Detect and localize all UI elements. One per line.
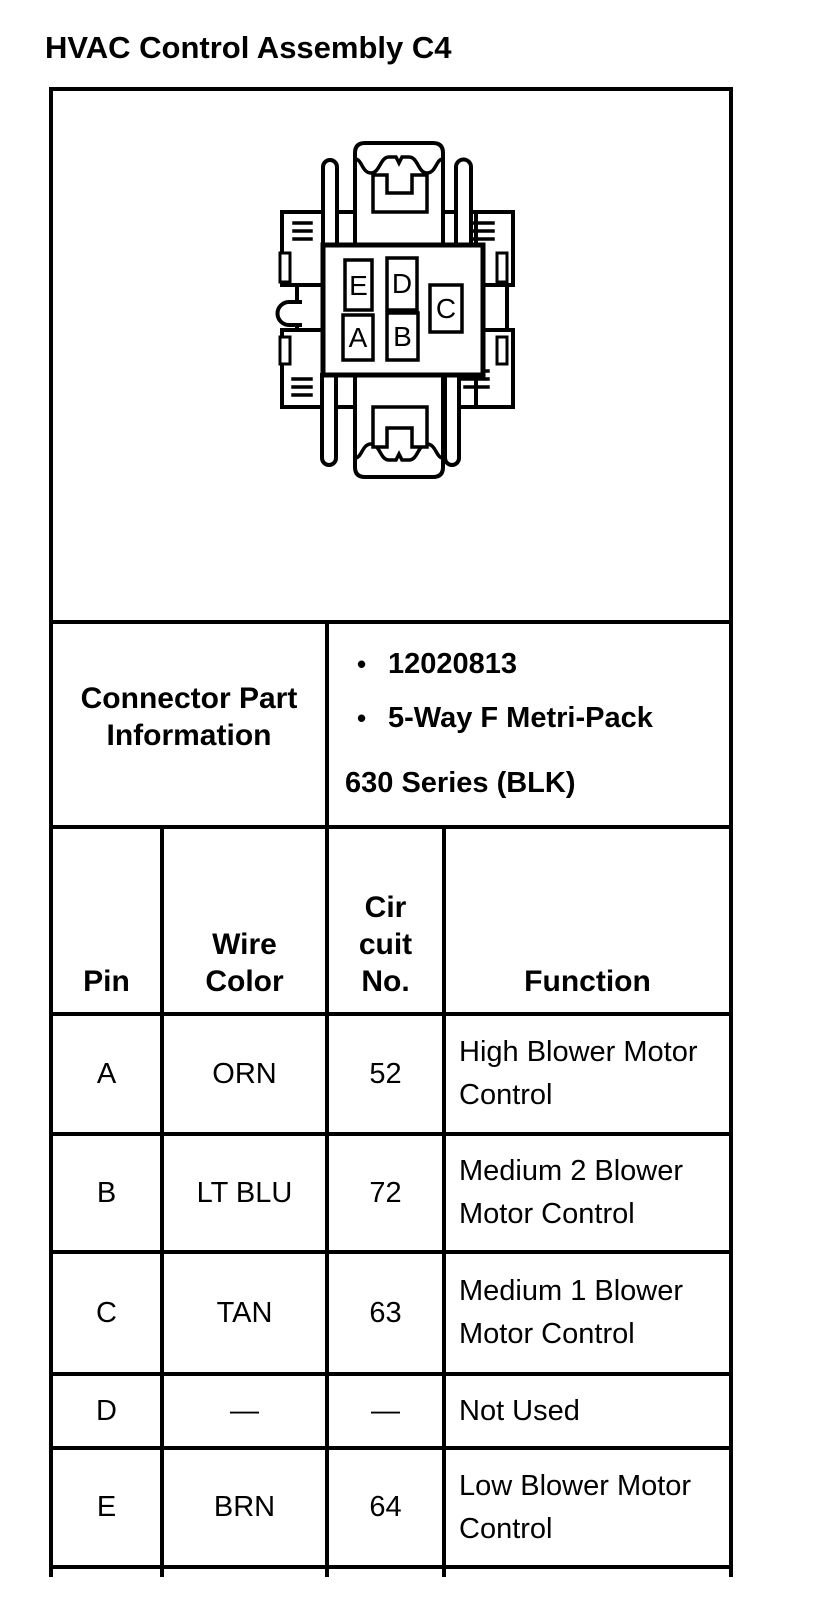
pin-value: E xyxy=(96,1491,117,1523)
table-border-stub xyxy=(442,1563,446,1577)
connector-figure-cell: E D A B C xyxy=(53,91,729,620)
pin-box-d xyxy=(385,256,419,312)
function-value: Medium 1 Blower Motor Control xyxy=(442,1254,729,1372)
connector-part-info-label: Connector Part Information xyxy=(80,681,298,752)
connector-series: 630 Series (BLK) xyxy=(345,766,576,799)
wing-slots xyxy=(278,251,509,366)
connector-spec-table: E D A B C Connector Part Information • 1… xyxy=(49,87,733,1569)
header-function: Function xyxy=(442,829,729,1012)
wire-color-value: ORN xyxy=(160,1016,325,1132)
pin-label-a: A xyxy=(349,322,368,353)
function-value: Not Used xyxy=(442,1376,729,1446)
table-border-stub xyxy=(729,1563,733,1577)
table-row-pin-b: B LT BLU 72 Medium 2 Blower Motor Contro… xyxy=(53,1132,729,1250)
connector-part-info-values: • 12020813 • 5-Way F Metri-Pack 630 Seri… xyxy=(325,624,729,825)
bottom-tab-wave xyxy=(353,442,445,462)
connector-part-info-row: Connector Part Information • 12020813 • … xyxy=(53,620,729,825)
table-border-stub xyxy=(160,1563,164,1577)
pin-box-c xyxy=(428,283,464,334)
pin-label-e: E xyxy=(349,270,368,301)
connector-diagram: E D A B C xyxy=(275,141,515,479)
wire-color-value: LT BLU xyxy=(160,1136,325,1250)
table-row-pin-c: C TAN 63 Medium 1 Blower Motor Control xyxy=(53,1250,729,1372)
table-border-stub xyxy=(325,1563,329,1577)
wire-color-value: TAN xyxy=(160,1254,325,1372)
circuit-no-value: 64 xyxy=(325,1450,442,1565)
header-pin: Pin xyxy=(83,965,130,998)
pin-label-c: C xyxy=(436,293,456,324)
wire-color-value: — xyxy=(160,1376,325,1446)
connector-posts xyxy=(320,157,473,467)
circuit-no-value: 72 xyxy=(325,1136,442,1250)
part-number: 12020813 xyxy=(388,648,518,680)
table-row-pin-d: D — — Not Used xyxy=(53,1372,729,1446)
pin-box-b xyxy=(385,311,420,362)
circuit-no-value: — xyxy=(325,1376,442,1446)
pin-box-e xyxy=(343,258,374,312)
table-header-row: Pin Wire Color Cir cuit No. Function xyxy=(53,825,729,1012)
connector-type-item: • 5-Way F Metri-Pack xyxy=(329,702,729,756)
circuit-no-value: 63 xyxy=(325,1254,442,1372)
top-tab-latch xyxy=(371,173,429,214)
pin-box-a xyxy=(341,313,375,362)
pin-value: B xyxy=(96,1176,117,1209)
top-tab-wave xyxy=(353,155,445,175)
header-circuit-no: Cir cuit No. xyxy=(325,829,442,1012)
table-border-stub xyxy=(49,1563,53,1577)
pin-value: A xyxy=(96,1057,117,1090)
pin-labels: E D A B C xyxy=(349,268,456,353)
bottom-tab-latch xyxy=(371,405,429,449)
pin-value: D xyxy=(96,1394,117,1427)
function-value: High Blower Motor Control xyxy=(442,1016,729,1132)
connector-type: 5-Way F Metri-Pack xyxy=(388,702,653,734)
pin-label-b: B xyxy=(393,321,412,352)
header-wire-color: Wire Color xyxy=(160,829,325,1012)
pin-value: C xyxy=(96,1296,117,1329)
side-hook xyxy=(275,300,302,327)
bullet-icon: • xyxy=(357,649,367,679)
table-row-pin-e: E BRN 64 Low Blower Motor Control xyxy=(53,1446,729,1565)
pin-label-d: D xyxy=(392,268,412,299)
bullet-icon: • xyxy=(357,703,367,733)
page-title: HVAC Control Assembly C4 xyxy=(45,30,452,65)
table-row-pin-a: A ORN 52 High Blower Motor Control xyxy=(53,1012,729,1132)
pin-cavities xyxy=(341,256,464,362)
function-value: Low Blower Motor Control xyxy=(442,1450,729,1565)
part-number-item: • 12020813 xyxy=(329,648,729,702)
circuit-no-value: 52 xyxy=(325,1016,442,1132)
wire-color-value: BRN xyxy=(160,1450,325,1565)
function-value: Medium 2 Blower Motor Control xyxy=(442,1136,729,1250)
